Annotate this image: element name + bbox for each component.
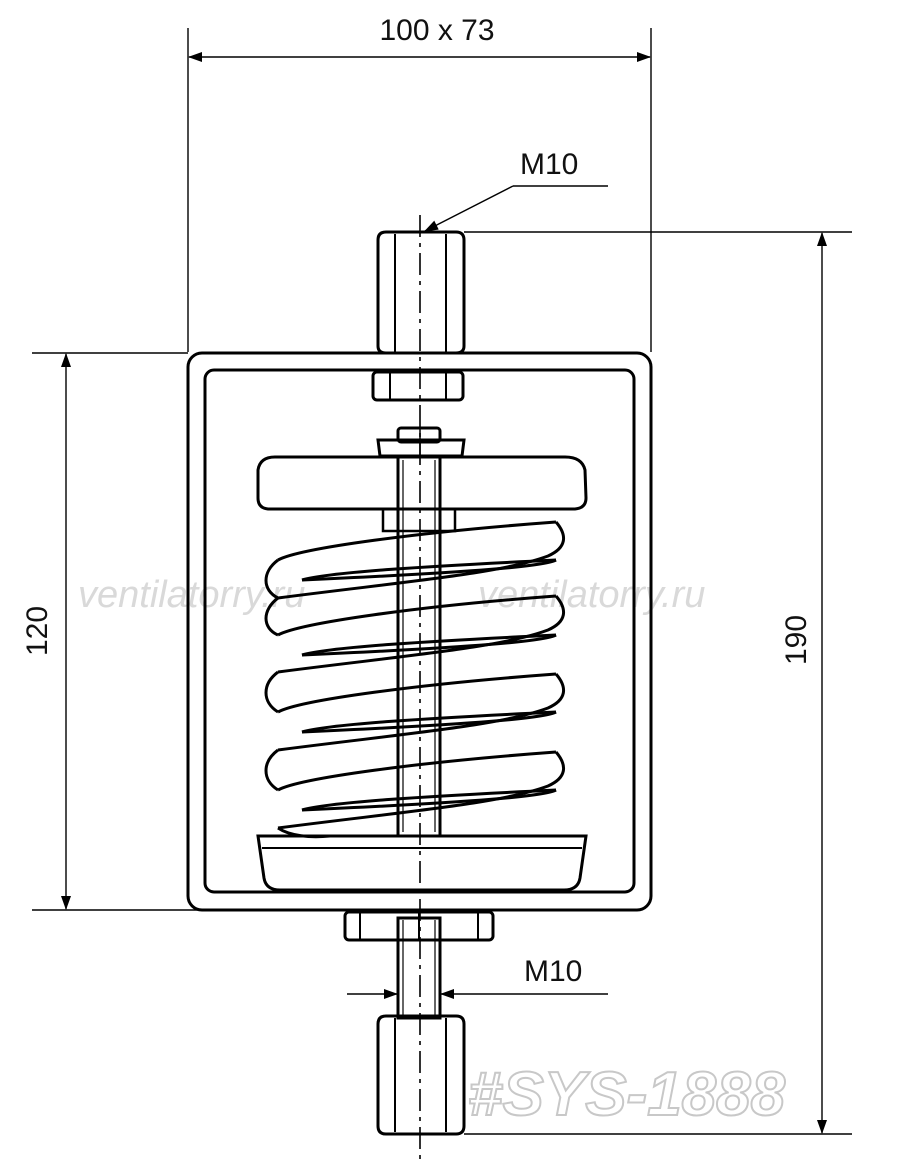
thread-callout-top-label: M10 <box>520 148 578 181</box>
upper-spring-cap <box>256 455 588 533</box>
top-coupling-nut <box>376 230 466 355</box>
top-inner-nut <box>371 370 465 402</box>
watermark-site-right: ventilatorry.ru <box>478 574 705 616</box>
bottom-lock-nut <box>343 910 495 942</box>
dimension-body-height-label: 120 <box>21 606 54 656</box>
thread-callout-top: M10 <box>424 148 608 232</box>
spring <box>264 520 565 839</box>
dimension-width-label: 100 x 73 <box>379 14 494 47</box>
bottom-coupling-nut <box>376 1014 466 1136</box>
dimension-body-height: 120 <box>21 352 340 911</box>
thread-callout-bottom-label: M10 <box>524 955 582 988</box>
watermark-code: #SYS-1888 <box>468 1060 786 1129</box>
dimension-width: 100 x 73 <box>187 14 652 352</box>
thread-callout-bottom: M10 <box>347 955 608 999</box>
lower-spring-cap <box>256 834 588 892</box>
dimension-total-height: 190 <box>464 231 852 1135</box>
dimension-total-height-label: 190 <box>780 615 813 665</box>
cap-nut <box>376 426 466 458</box>
